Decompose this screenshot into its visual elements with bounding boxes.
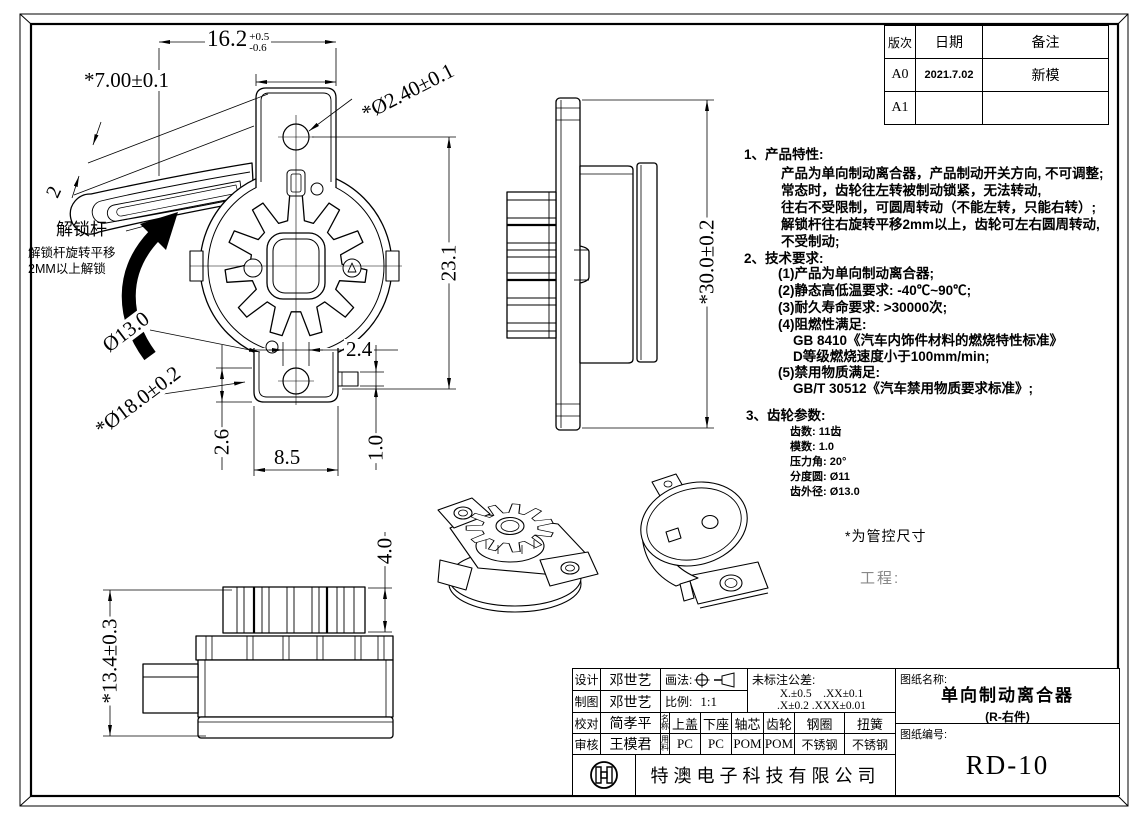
rev-a1-note (983, 92, 1109, 125)
drawing-number-label: 图纸编号: (900, 729, 948, 741)
tol-upper: +0.5 (249, 31, 270, 43)
design-name: 邓世艺 (600, 668, 661, 691)
rev-header-date: 日期 (916, 26, 983, 59)
company-name: 特澳电子科技有限公司 (635, 754, 896, 796)
check-name: 简孝平 (600, 712, 661, 734)
tolerance-cell: 未标注公差: X.±0.5 .XX±0.1 .X±0.2 .XXX±0.01 (747, 668, 896, 713)
dim-8-5: 8.5 (272, 445, 303, 469)
control-dim-note: *为管控尺寸 (845, 528, 927, 544)
side-view (506, 97, 658, 431)
note-s1-l1: 产品为单向制动离合器，产品制动开关方向, 不可调整; (781, 166, 1104, 181)
drawing-name-label: 图纸名称: (900, 674, 948, 686)
design-label: 设计 (572, 668, 601, 691)
logo-cell (572, 754, 636, 796)
dim-1-0: 1.0 (363, 432, 388, 464)
material-6: 不锈钢 (844, 733, 896, 755)
part-2: 下座 (700, 712, 732, 734)
drawing-number-cell: 图纸编号: RD-10 (895, 723, 1120, 796)
material-5: 不锈钢 (794, 733, 845, 755)
note-s2-l2: (2)静态高低温要求: -40℃~90℃; (778, 283, 972, 298)
draw-name: 邓世艺 (600, 690, 661, 713)
note-s1-l2: 常态时，齿轮往左转被制动锁紧，无法转动, (781, 183, 1042, 198)
material-3: POM (731, 733, 764, 755)
audit-label: 审核 (572, 733, 601, 755)
bottom-view (142, 586, 394, 739)
dim-width-16-2: 16.2+0.5-0.6 (205, 26, 272, 54)
dim-23-1: 23.1 (436, 242, 461, 284)
projection-symbol-icon (694, 671, 735, 688)
method-label: 画法: (665, 673, 693, 687)
material-4: POM (763, 733, 795, 755)
note-s2-l8: GB/T 30512《汽车禁用物质要求标准》; (793, 381, 1034, 396)
rev-a0-note: 新模 (983, 59, 1109, 92)
rev-a1-date (916, 92, 983, 125)
dim-2-6: 2.6 (209, 426, 234, 458)
drawing-name: 单向制动离合器 (941, 686, 1074, 705)
lever-note-line2: 2MM以上解锁 (28, 262, 106, 276)
note-s1-l5: 不受制动; (781, 234, 840, 249)
part-3: 轴芯 (731, 712, 764, 734)
project-label: 工程: (860, 570, 901, 587)
note-s2-l3: (3)耐久寿命要求: >30000次; (778, 300, 948, 315)
company-logo-icon (590, 761, 618, 789)
drawing-name-sub: (R-右件) (985, 710, 1030, 724)
iso-view-bottom (640, 473, 769, 609)
lever-note-line1: 解锁杆旋转平移 (28, 246, 116, 260)
rev-a0-version: A0 (885, 59, 916, 92)
note-s3-title: 3、齿轮参数: (746, 408, 826, 423)
tol-lower: -0.6 (249, 42, 267, 54)
material-1: PC (669, 733, 701, 755)
dim-total-height: *30.0±0.2 (694, 217, 719, 307)
note-s2-l7: (5)禁用物质满足: (778, 365, 880, 380)
check-label: 校对 (572, 712, 601, 734)
gear-param-3: 压力角: 20° (790, 456, 847, 468)
front-view (69, 87, 402, 405)
note-s1-title: 1、产品特性: (744, 147, 824, 162)
tolerance-line2: .X±0.2 .XXX±0.01 (777, 700, 866, 712)
scale-value: 1:1 (700, 693, 717, 709)
dim-2-4: 2.4 (344, 337, 375, 361)
drawing-number: RD-10 (965, 750, 1050, 780)
rev-header-version: 版次 (885, 26, 916, 59)
drawing-name-cell: 图纸名称: 单向制动离合器 (R-右件) (895, 668, 1120, 724)
draw-label: 制图 (572, 690, 601, 713)
title-block: 设计 邓世艺 画法: 未标注公差: X.±0.5 .XX±0.1 .X±0.2 … (572, 668, 1120, 796)
note-s2-title: 2、技术要求: (744, 251, 824, 266)
rev-a0-date: 2021.7.02 (916, 59, 983, 92)
note-s2-l4: (4)阻燃性满足: (778, 317, 867, 332)
rotation-arrow (121, 212, 178, 361)
rev-header-note: 备注 (983, 26, 1109, 59)
note-s2-l5: GB 8410《汽车内饰件材料的燃烧特性标准》 (793, 333, 1064, 348)
audit-name: 王模君 (600, 733, 661, 755)
gear-param-5: 齿外径: Ø13.0 (790, 486, 860, 498)
material-2: PC (700, 733, 732, 755)
lever-slot (106, 180, 243, 222)
sheet-frame (19, 13, 1129, 807)
dim-gear-height: 4.0 (372, 535, 397, 567)
lever-label: 解锁杆 (56, 220, 107, 239)
tolerance-line1: X.±0.5 .XX±0.1 (779, 688, 864, 700)
scale-label: 比例: (665, 695, 693, 709)
note-s1-l3: 往右不受限制，可圆周转动（不能左转，只能右转）; (781, 200, 1096, 215)
part-4: 齿轮 (763, 712, 795, 734)
method-cell: 画法: (660, 668, 748, 691)
note-s1-l4: 解锁杆往右旋转平移2mm以上，齿轮可左右圆周转动, (781, 217, 1100, 232)
part-1: 上盖 (669, 712, 701, 734)
tolerance-title: 未标注公差: (752, 673, 816, 687)
rev-a1-version: A1 (885, 92, 916, 125)
revision-table: 版次 日期 备注 A0 2021.7.02 新模 A1 (884, 25, 1109, 125)
part-6: 扭簧 (844, 712, 896, 734)
gear-param-2: 模数: 1.0 (790, 441, 835, 453)
iso-view-top (437, 497, 599, 613)
part-5: 钢圈 (794, 712, 845, 734)
gear-param-1: 齿数: 11齿 (790, 426, 842, 438)
gear-param-4: 分度圆: Ø11 (790, 471, 850, 483)
note-s2-l6: D等级燃烧速度小于100mm/min; (793, 349, 990, 364)
scale-cell: 比例: 1:1 (660, 690, 748, 713)
dim-body-height: *13.4±0.3 (97, 616, 122, 706)
note-s2-l1: (1)产品为单向制动离合器; (778, 266, 934, 281)
dim-tab-7: *7.00±0.1 (82, 68, 172, 92)
